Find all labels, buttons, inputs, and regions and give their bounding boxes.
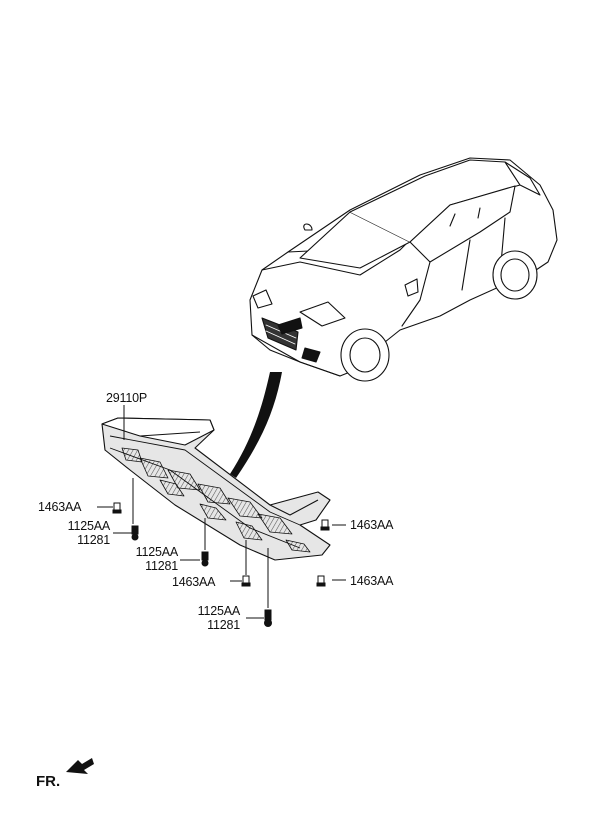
front-direction-arrow-icon (66, 758, 94, 774)
fastener-code-f1: 1463AA (38, 500, 82, 514)
clip-icon (320, 519, 330, 531)
fastener-code-f7b: 11281 (207, 618, 240, 632)
fastener-code-f3a: 1125AA (135, 545, 179, 559)
fastener-code-f2b: 11281 (77, 533, 110, 547)
sedan-car-icon (249, 157, 558, 382)
main-part-number: 29110P (106, 391, 147, 405)
bolt-icon (131, 525, 139, 541)
fastener-code-f7a: 1125AA (197, 604, 241, 618)
bolt-icon (201, 551, 209, 567)
fastener-code-f2a: 1125AA (67, 519, 111, 533)
fastener-code-f6: 1463AA (350, 574, 394, 588)
clip-icon (112, 502, 122, 514)
clip-icon (241, 575, 251, 587)
fastener-code-f3b: 11281 (145, 559, 178, 573)
clip-icon (316, 575, 326, 587)
under-cover-panel (101, 417, 331, 561)
fastener-code-f5: 1463AA (350, 518, 394, 532)
curved-pointer-arrow-icon (230, 372, 282, 478)
leader-lines (97, 405, 346, 619)
fastener-code-f4: 1463AA (172, 575, 216, 589)
bolt-icon (264, 609, 272, 627)
front-direction-label: FR. (36, 773, 61, 790)
